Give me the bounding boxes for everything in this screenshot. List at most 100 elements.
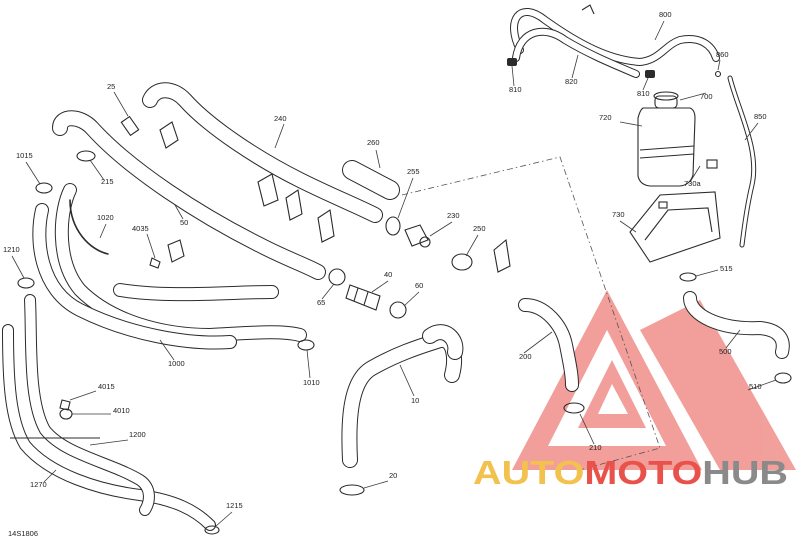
callout-c255: 255 (407, 167, 420, 176)
callout-c1200: 1200 (129, 430, 146, 439)
callout-c800: 800 (659, 10, 672, 19)
callout-c730a: 730a (684, 179, 702, 188)
watermark-word-moto: MOTO (584, 454, 702, 491)
bracket-c (285, 189, 303, 221)
hose-1000 (32, 183, 307, 350)
callout-c215: 215 (101, 177, 114, 186)
clamp-1210 (17, 277, 35, 289)
clamp-810-left (507, 58, 517, 66)
clamp-4010 (59, 408, 73, 420)
clip-4035 (149, 257, 161, 269)
clamp-1015 (35, 182, 53, 194)
bracket-nut (658, 201, 668, 209)
clamp-210 (563, 402, 585, 414)
callout-c65: 65 (317, 298, 325, 307)
leader-lines (11, 20, 777, 527)
callout-c510: 510 (749, 382, 762, 391)
wire-1020 (69, 199, 109, 255)
callout-c1010: 1010 (303, 378, 320, 387)
bracket-clip (706, 159, 718, 169)
drawing-code: 14S1806 (8, 529, 38, 538)
hose-850 (727, 75, 757, 248)
hose-10 (341, 324, 464, 468)
clamp-510 (774, 372, 792, 384)
clamp-515 (679, 272, 697, 282)
reservoir-cap (654, 95, 678, 109)
watermark-logo (512, 290, 796, 470)
assembly-boundary (401, 156, 661, 471)
coupler-40 (345, 284, 381, 311)
callout-c10: 10 (411, 396, 419, 405)
callout-c250: 250 (473, 224, 486, 233)
callout-c810a: 810 (509, 85, 522, 94)
callout-c860: 860 (716, 50, 729, 59)
callout-c810b: 810 (637, 89, 650, 98)
clip-4015 (59, 399, 71, 411)
callout-c230: 230 (447, 211, 460, 220)
callout-c700: 700 (700, 92, 713, 101)
pipe-240 (142, 82, 383, 223)
callout-c25: 25 (107, 82, 115, 91)
callout-c500: 500 (719, 347, 732, 356)
callout-c200: 200 (519, 352, 532, 361)
callout-c720: 720 (599, 113, 612, 122)
watermark-triangle-inner (578, 360, 646, 428)
callout-c1210: 1210 (3, 245, 20, 254)
callout-c820: 820 (565, 77, 578, 86)
callout-c4010: 4010 (113, 406, 130, 415)
hose-800 (510, 8, 720, 66)
sleeve-260 (342, 160, 400, 200)
callout-c730: 730 (612, 210, 625, 219)
clamp-215 (76, 150, 96, 162)
callout-c1020: 1020 (97, 213, 114, 222)
callout-c1000: 1000 (168, 359, 185, 368)
bracket-e (167, 239, 185, 263)
clamp-20 (339, 484, 365, 496)
bracket-f (493, 238, 511, 273)
callout-c1215: 1215 (226, 501, 243, 510)
callout-c210: 210 (589, 443, 602, 452)
watermark-word-auto: AUTO (473, 454, 584, 491)
clamp-65 (328, 268, 346, 286)
reservoir-bracket (629, 159, 721, 263)
callout-c4015: 4015 (98, 382, 115, 391)
clamp-1215 (204, 525, 220, 535)
callout-c850: 850 (754, 112, 767, 121)
hose-1270 (2, 324, 216, 531)
clamp-250 (451, 253, 473, 271)
watermark-triangle-outer (512, 290, 702, 470)
bracket-a (159, 121, 179, 149)
callout-c50: 50 (180, 218, 188, 227)
bracket-800 (581, 4, 595, 15)
clamp-1010 (297, 339, 315, 351)
callout-c40: 40 (384, 270, 392, 279)
callout-c1015: 1015 (16, 151, 33, 160)
callout-c60: 60 (415, 281, 423, 290)
callout-labels: 800 860 810 820 810 700 720 850 25 240 260 1015 255 2… (3, 10, 767, 510)
hose-820 (512, 27, 640, 78)
pipe-50 (52, 110, 326, 280)
callout-c1270: 1270 (30, 480, 47, 489)
callout-c20: 20 (389, 471, 397, 480)
callout-c515: 515 (720, 264, 733, 273)
clamp-810-right (645, 70, 655, 78)
hose-200 (518, 298, 579, 392)
callout-c260: 260 (367, 138, 380, 147)
hose-500 (683, 291, 790, 359)
callout-c4035: 4035 (132, 224, 149, 233)
watermark-word-hub: HUB (702, 454, 788, 491)
clamp-60 (389, 301, 407, 319)
watermark-triangle-right (640, 300, 796, 470)
clamp-25 (120, 115, 140, 137)
clamp-255 (385, 216, 401, 236)
coolant-reservoir (637, 91, 696, 187)
bracket-b (257, 173, 279, 207)
callout-c240: 240 (274, 114, 287, 123)
bracket-d (317, 209, 335, 243)
fitting-230 (404, 224, 431, 248)
fitting-860 (714, 70, 722, 78)
hose-1200 (24, 294, 155, 516)
